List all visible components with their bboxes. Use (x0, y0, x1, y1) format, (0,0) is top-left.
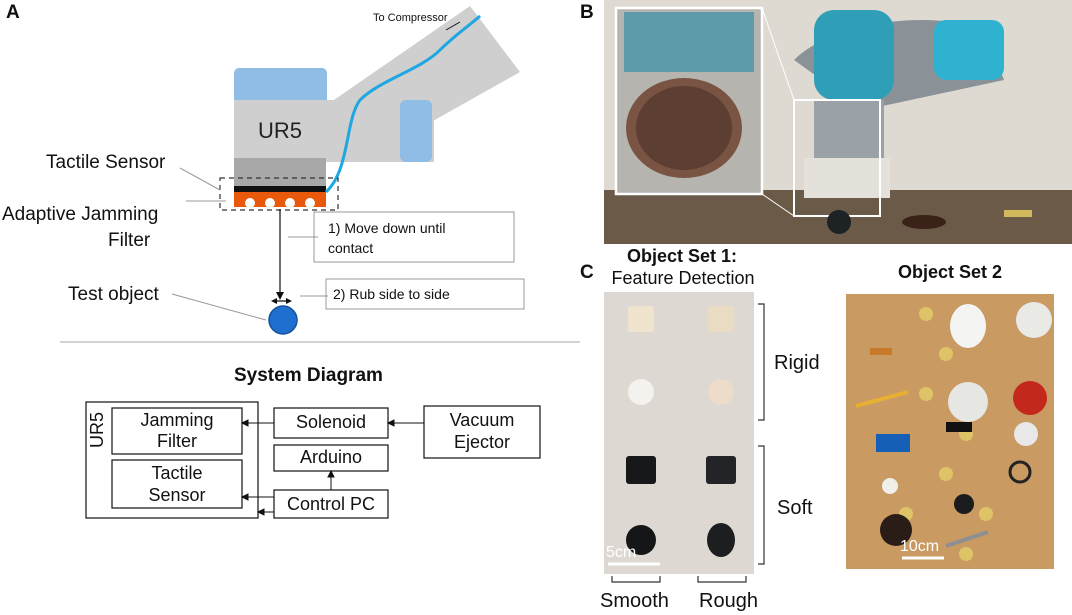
rigid-label: Rigid (774, 352, 820, 374)
object-set-1-photo (604, 292, 754, 574)
set2-title: Object Set 2 (897, 262, 1003, 282)
vacuum-ejector-text-2: Ejector (453, 432, 511, 452)
object-set-2-photo (846, 294, 1054, 569)
tactile-sensor-text-1: Tactile (151, 463, 203, 483)
jamming-filter-label-1: Adaptive Jamming (2, 204, 159, 225)
robot-photo-drawing (604, 0, 1072, 244)
sensor-mount (234, 158, 326, 186)
compressor-arrow (445, 21, 461, 31)
plug (1014, 422, 1038, 446)
system-diagram-title: System Diagram (234, 365, 383, 386)
rough-label: Rough (699, 590, 758, 612)
vacuum-ejector-text: Vacuum Ejector (424, 409, 540, 453)
step1-box (313, 211, 515, 263)
move-down-arrowhead (276, 292, 284, 300)
object-pointer (171, 293, 267, 321)
marker (870, 348, 892, 355)
jamming-filter-text-2: Filter (157, 431, 197, 451)
tactile-sensor-label: Tactile Sensor (46, 152, 166, 173)
robot-upper-joint (234, 68, 327, 106)
rigid-rough-cube (708, 306, 734, 332)
object-set-2-drawing (846, 294, 1054, 569)
test-object-circle (268, 305, 298, 335)
tactile-pointer (179, 167, 221, 191)
usb-stick (946, 422, 972, 432)
solenoid-text: Solenoid (295, 412, 367, 432)
robot-photo (604, 0, 1072, 244)
step2-box (325, 278, 525, 310)
ur5-box (85, 401, 259, 519)
compressor-label: To Compressor (373, 12, 448, 24)
rigid-smooth-sphere (628, 379, 654, 405)
ur5-label: UR5 (258, 118, 303, 143)
tactile-sensor-layer (234, 186, 326, 192)
control-pc-text: Control PC (286, 494, 376, 514)
object-set-1-drawing (604, 292, 754, 574)
jamming-filter-layer (234, 192, 326, 207)
step1-line2: contact (328, 240, 374, 256)
white-disc (948, 382, 988, 422)
panel-a-drawing (60, 6, 580, 519)
test-object-label: Test object (68, 284, 159, 305)
pneumatic-cable (324, 14, 482, 194)
ur5-vertical-label: UR5 (87, 411, 107, 448)
jamming-filter-text: Jamming Filter (112, 410, 242, 452)
soft-smooth-cube (626, 456, 656, 484)
tactile-sensor-text-2: Sensor (148, 485, 206, 505)
scale2-label: 10cm (900, 538, 940, 555)
tactile-sensor-text: Tactile Sensor (112, 462, 242, 506)
scale1-label: 5cm (606, 544, 637, 561)
tactile-sensor-box (111, 459, 243, 509)
black-ball (954, 494, 974, 514)
blue-box (876, 434, 910, 452)
arduino-text: Arduino (299, 447, 363, 467)
soft-smooth-sphere (626, 525, 656, 555)
system-arrows (240, 419, 424, 516)
set1-title: Object Set 1: (626, 246, 738, 266)
white-ball (950, 304, 986, 348)
filter-bubbles (245, 198, 315, 208)
soft-rough-cube (706, 456, 736, 484)
robot-wrist-joint (400, 100, 432, 162)
vacuum-ejector-box (423, 405, 541, 459)
small-white-object (882, 478, 898, 494)
set1-subtitle: Feature Detection (611, 268, 755, 288)
panel-letter-a: A (6, 2, 20, 23)
pencil (855, 390, 909, 408)
dark-lid (880, 514, 912, 546)
jamming-filter-label-2: Filter (108, 230, 151, 251)
set1-brackets (611, 303, 765, 583)
panel-letter-b: B (580, 2, 594, 23)
apple (1013, 381, 1047, 415)
vacuum-ejector-text-1: Vacuum (449, 410, 515, 430)
cable-coil (1008, 460, 1032, 484)
screwdriver (945, 530, 989, 548)
soft-label: Soft (777, 497, 813, 519)
step2-label: 2) Rub side to side (333, 286, 450, 302)
step1-line1: 1) Move down until (328, 220, 446, 236)
smooth-label: Smooth (600, 590, 669, 612)
tape-roll (1016, 302, 1052, 338)
rigid-smooth-cube (628, 306, 654, 332)
sensor-highlight-box (219, 177, 339, 211)
panel-letter-c: C (580, 262, 594, 283)
rigid-rough-sphere (708, 379, 734, 405)
jamming-filter-text-1: Jamming (140, 410, 214, 430)
jamming-filter-box (111, 407, 243, 455)
soft-rough-sphere (707, 523, 735, 557)
